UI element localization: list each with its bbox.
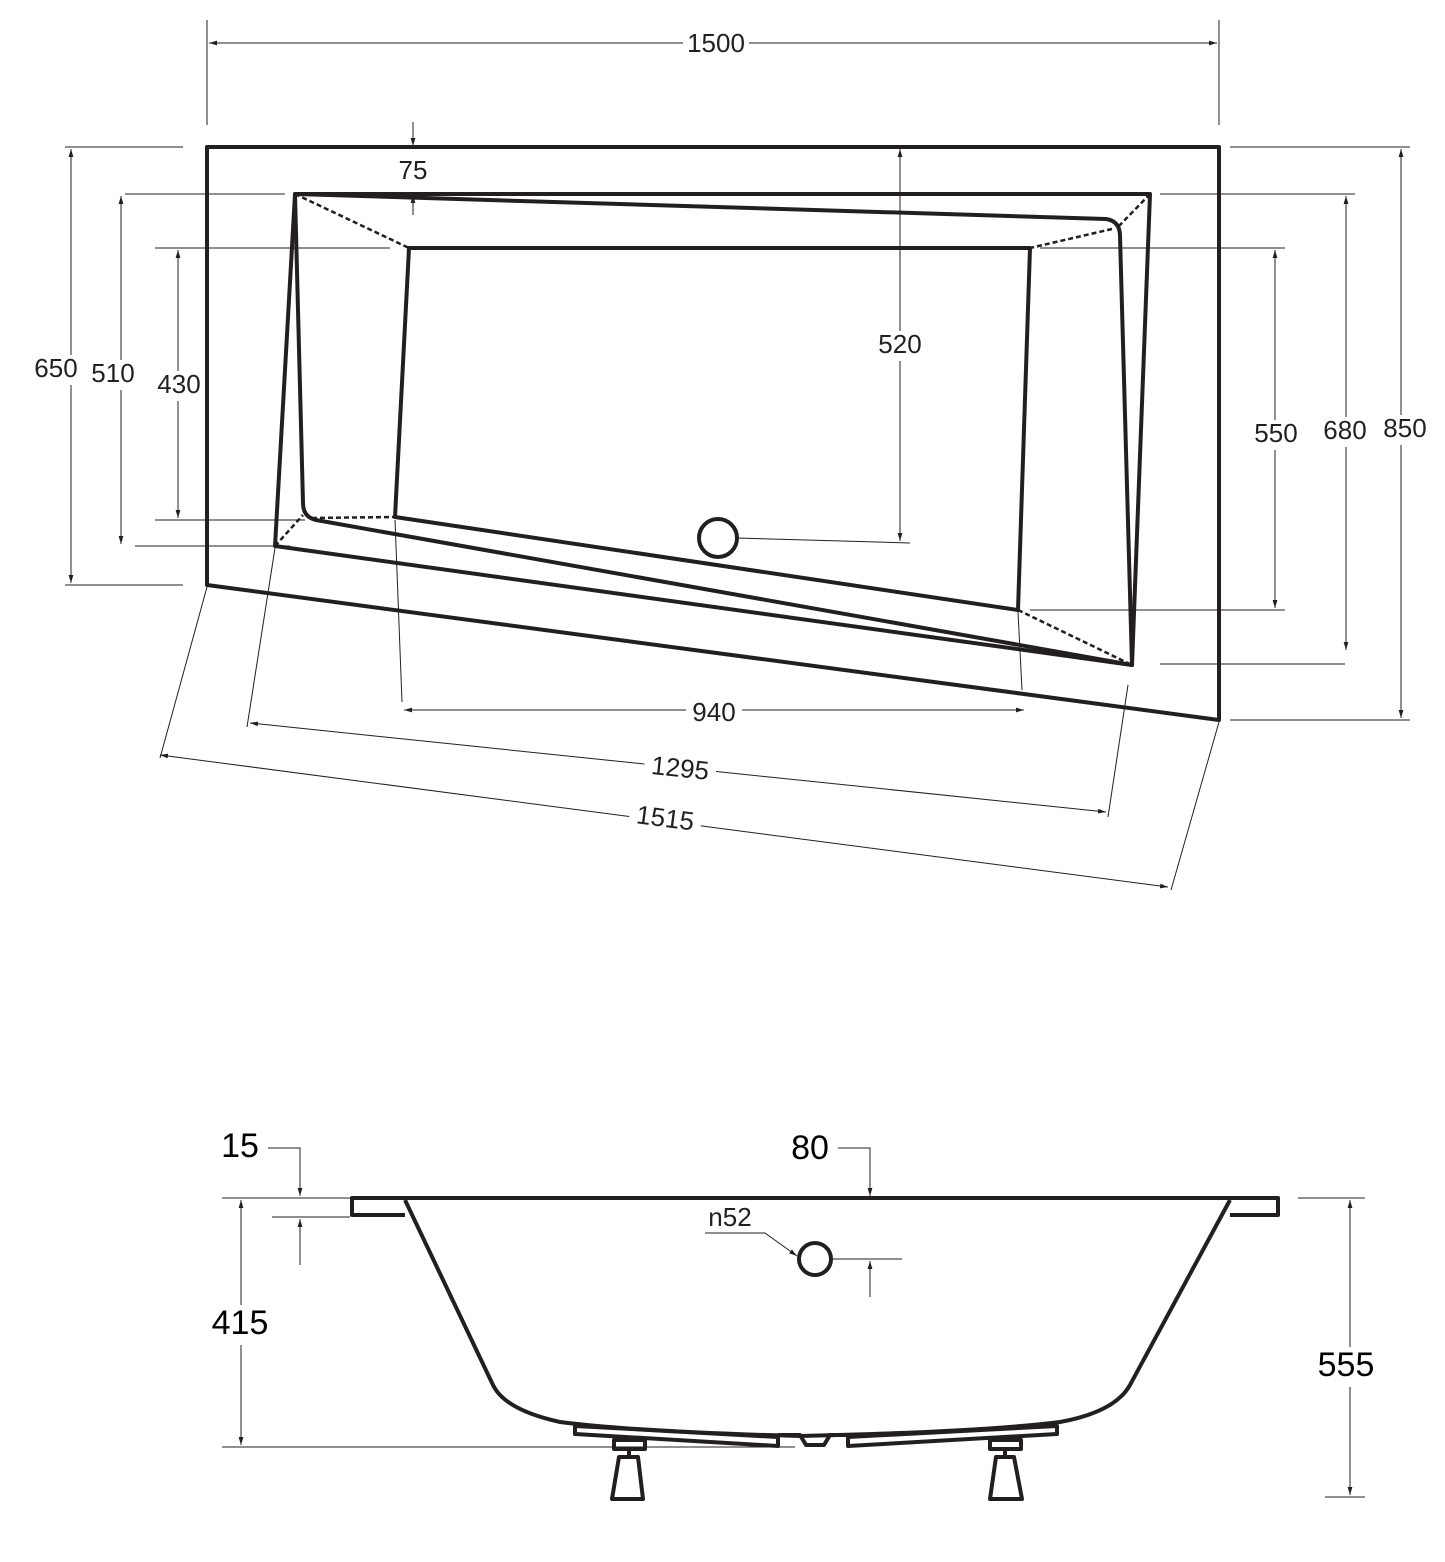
dim-n52: n52 <box>708 1202 751 1232</box>
dim-1515: 1515 <box>635 799 696 836</box>
bowl-profile <box>403 1199 1232 1438</box>
dim-80: 80 <box>791 1129 829 1167</box>
dim-1295: 1295 <box>650 750 711 786</box>
side-view: 15 80 n52 415 555 <box>205 1127 1382 1501</box>
dim-940: 940 <box>692 697 735 727</box>
right-foot <box>988 1438 1024 1501</box>
dim-415: 415 <box>212 1304 269 1342</box>
bowl-outline <box>293 192 1134 667</box>
dim-680: 680 <box>1323 415 1366 445</box>
dim-15: 15 <box>221 1127 259 1165</box>
dim-430: 430 <box>157 369 200 399</box>
left-foot <box>610 1438 647 1501</box>
dim-75: 75 <box>399 155 428 185</box>
dim-1500: 1500 <box>687 28 745 58</box>
dim-510: 510 <box>91 358 134 388</box>
dim-520: 520 <box>878 329 921 359</box>
dim-555: 555 <box>1318 1346 1375 1384</box>
dim-550: 550 <box>1254 418 1297 448</box>
outer-outline <box>205 145 1221 722</box>
dim-850: 850 <box>1383 413 1426 443</box>
overflow-circle <box>797 1241 833 1277</box>
top-view: 1500 75 650 510 430 520 550 <box>30 20 1432 891</box>
dim-650: 650 <box>34 353 77 383</box>
drain-circle <box>697 517 739 559</box>
